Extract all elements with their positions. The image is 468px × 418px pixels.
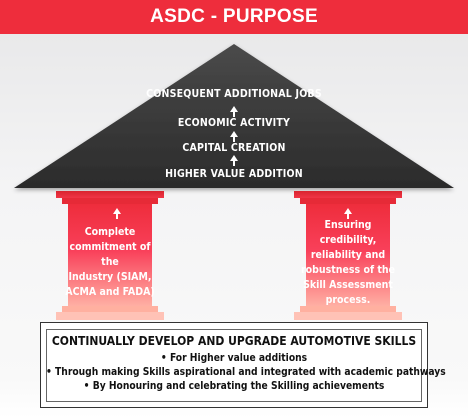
- right-pillar-base: [300, 306, 396, 312]
- pillar-line: Industry (SIAM,: [68, 271, 152, 283]
- bullet-item: • By Honouring and celebrating the Skill…: [83, 381, 385, 392]
- header-banner: ASDC - PURPOSE: [0, 0, 468, 34]
- right-pillar-cap: [300, 198, 396, 204]
- arrow-up-icon: [230, 131, 238, 142]
- pillar-line: Skill Assessment: [303, 279, 393, 291]
- left-pillar-base: [62, 306, 158, 312]
- bullet-item: • Through making Skills aspirational and…: [46, 367, 446, 378]
- left-pillar-base-bottom: [56, 312, 164, 320]
- pillar-line: Ensuring credibility,: [319, 219, 377, 246]
- foundation-inner-border: [46, 329, 422, 402]
- pillar-line: robustness of the: [301, 264, 395, 276]
- left-pillar-shaft: [68, 204, 152, 308]
- foundation-bullets: • For Higher value additions • Through m…: [46, 352, 446, 394]
- right-pillar-text: Ensuring credibility, reliability and ro…: [300, 218, 396, 308]
- roof-arrows: [230, 106, 238, 166]
- roof-level-jobs: CONSEQUENT ADDITIONAL JOBS: [146, 88, 322, 100]
- bullet-item: • For Higher value additions: [160, 353, 308, 364]
- arrow-up-icon: [230, 106, 238, 117]
- pillar-line: Complete: [84, 226, 136, 238]
- pillar-line: process.: [325, 294, 371, 306]
- right-pillar-arrow-up-icon: [344, 208, 352, 219]
- roof-level-value: HIGHER VALUE ADDITION: [165, 168, 303, 180]
- pillar-line: commitment of the: [69, 241, 151, 268]
- left-pillar-text: Complete commitment of the Industry (SIA…: [64, 225, 156, 300]
- foundation-box: [40, 322, 428, 408]
- left-pillar-cap: [62, 198, 158, 204]
- roof-level-capital: CAPITAL CREATION: [182, 142, 286, 154]
- pillar-line: reliability and: [310, 249, 386, 261]
- left-pillar-cap-top: [56, 191, 164, 198]
- right-pillar-base-bottom: [294, 312, 402, 320]
- pillar-line: ACMA and FADA): [65, 286, 155, 298]
- arrow-up-icon: [230, 155, 238, 166]
- right-pillar-cap-top: [294, 191, 402, 198]
- left-pillar-arrow-up-icon: [113, 208, 121, 219]
- roof-level-economic: ECONOMIC ACTIVITY: [177, 117, 291, 129]
- foundation-title: CONTINUALLY DEVELOP AND UPGRADE AUTOMOTI…: [51, 334, 417, 348]
- right-pillar-shaft: [306, 204, 390, 308]
- page-title: ASDC - PURPOSE: [150, 6, 318, 27]
